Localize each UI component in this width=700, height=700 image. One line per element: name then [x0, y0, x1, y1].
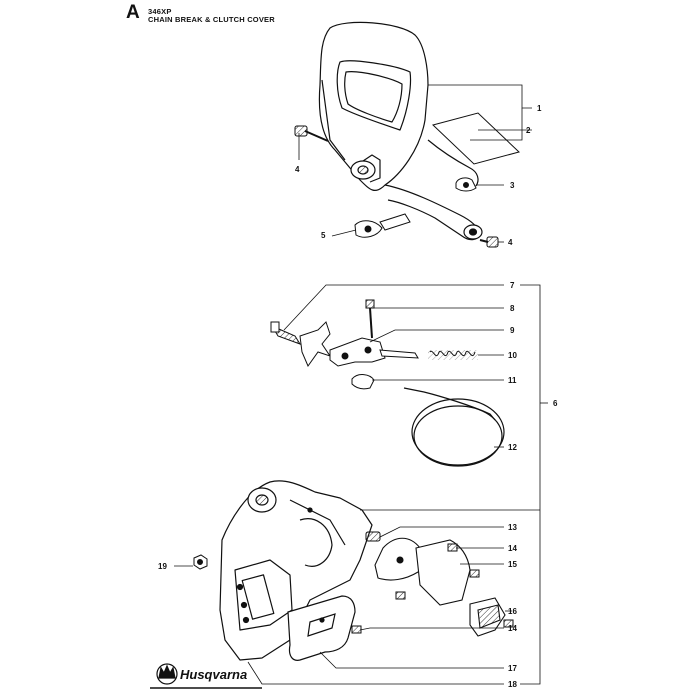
- brake-mechanism: [270, 299, 478, 390]
- callout-14-bottom: 14: [508, 624, 517, 633]
- callout-16: 16: [508, 607, 517, 616]
- diagram-title: CHAIN BREAK & CLUTCH COVER: [148, 15, 275, 24]
- model-number: 346XP: [148, 7, 172, 16]
- callout-4-top: 4: [295, 165, 300, 174]
- callout-6: 6: [553, 399, 558, 408]
- decal-sticker: [432, 112, 520, 165]
- callout-labels: 1 2 3 4 4 5 6 7 8 9 10 11 12 13 14 15 16…: [158, 104, 558, 689]
- callout-8: 8: [510, 304, 515, 313]
- plate-part-17: [287, 595, 356, 661]
- screw-part-4-top: [294, 125, 329, 142]
- nut-part-19: [193, 554, 208, 570]
- callout-1: 1: [537, 104, 542, 113]
- clip-part-3: [455, 177, 477, 192]
- screws-part-14: [351, 543, 514, 634]
- section-letter: A: [126, 2, 140, 23]
- callout-11: 11: [508, 376, 517, 385]
- leader-lines: [174, 84, 548, 685]
- callout-4-right: 4: [508, 238, 513, 247]
- callout-19: 19: [158, 562, 167, 571]
- callout-18: 18: [508, 680, 517, 689]
- callout-14-upper: 14: [508, 544, 517, 553]
- chain-brake-handle: [318, 21, 483, 241]
- callout-10: 10: [508, 351, 517, 360]
- callout-13: 13: [508, 523, 517, 532]
- callout-14-lower: 15: [508, 560, 517, 569]
- screw-part-4-right: [479, 236, 499, 248]
- crown-logo-icon: [156, 663, 178, 685]
- callout-9: 9: [510, 326, 515, 335]
- callout-17: 17: [508, 664, 517, 673]
- callout-5: 5: [321, 231, 326, 240]
- guide-part-15: [374, 537, 471, 606]
- callout-2: 2: [526, 126, 531, 135]
- callout-12: 12: [508, 443, 517, 452]
- lever-part-5: [354, 213, 411, 238]
- brand-name: Husqvarna: [180, 667, 247, 682]
- callout-3: 3: [510, 181, 515, 190]
- callout-7: 7: [510, 281, 515, 290]
- pin-part-13: [365, 531, 381, 542]
- catch-part-16: [469, 597, 506, 637]
- brake-band-part-12: [403, 387, 505, 467]
